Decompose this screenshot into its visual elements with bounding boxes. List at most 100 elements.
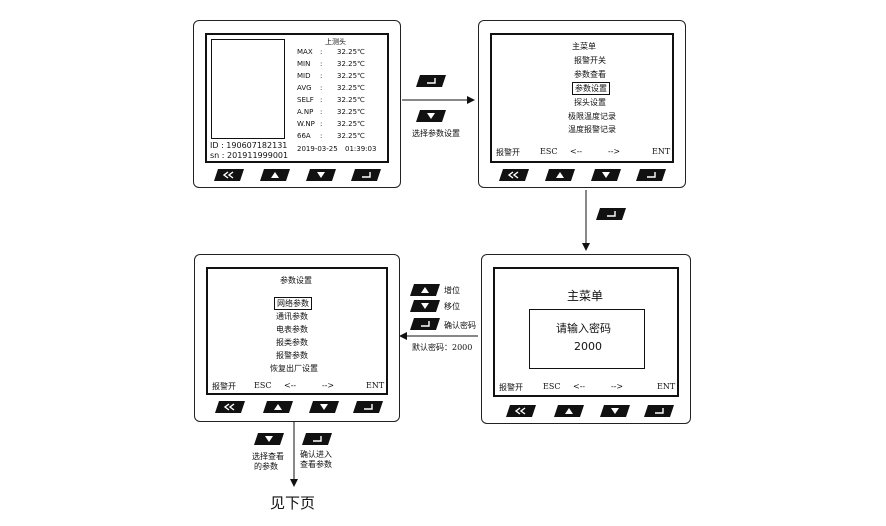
reading-sep: : xyxy=(320,60,323,68)
device-4: 参数设置 网络参数 通讯参数 电表参数 报类参数 报警参数 恢复出厂设置 报警开… xyxy=(194,254,400,422)
device-1-screen: 上测头 MAX : 32.25℃ MIN : 32.25℃ MID : 32.2… xyxy=(205,33,389,163)
reading-label: SELF xyxy=(297,96,314,104)
password-prompt: 请输入密码 xyxy=(556,322,611,335)
device-1: 上测头 MAX : 32.25℃ MIN : 32.25℃ MID : 32.2… xyxy=(193,20,401,188)
reading-value: 32.25℃ xyxy=(337,72,365,80)
enter-key[interactable] xyxy=(636,169,666,181)
menu-item-probe-setting[interactable]: 探头设置 xyxy=(574,98,606,107)
main-menu-title: 主菜单 xyxy=(567,289,604,303)
back-key[interactable] xyxy=(506,405,536,417)
enter-icon xyxy=(353,401,383,413)
device-3-screen: 主菜单 请输入密码 2000 报警开 ESC <-- --> ENT xyxy=(493,267,679,397)
reading-label: MIN xyxy=(297,60,311,68)
enter-icon xyxy=(302,433,332,445)
enter-icon xyxy=(416,75,446,87)
triangle-up-icon xyxy=(545,169,575,181)
down-key[interactable] xyxy=(591,169,621,181)
menu-item-param-view[interactable]: 参数查看 xyxy=(574,70,606,79)
down-key[interactable] xyxy=(600,405,630,417)
reading-label: MAX xyxy=(297,48,313,56)
hint-enter-key xyxy=(302,433,332,445)
hint-enter-key xyxy=(416,75,446,87)
up-key[interactable] xyxy=(263,401,293,413)
hint-down-key xyxy=(410,300,440,312)
reading-label: A.NP xyxy=(297,108,314,116)
param-item-communication[interactable]: 通讯参数 xyxy=(276,312,308,321)
see-next-page: 见下页 xyxy=(270,494,316,512)
reading-label: 66A xyxy=(297,132,311,140)
param-item-network[interactable]: 网络参数 xyxy=(274,297,312,310)
menu-item-alarm-switch[interactable]: 报警开关 xyxy=(574,56,606,65)
annotation-select-view-1: 选择查看 xyxy=(252,452,284,461)
softkey-esc: ESC xyxy=(254,381,272,390)
enter-icon xyxy=(410,318,440,330)
param-item-report-type[interactable]: 报类参数 xyxy=(276,338,308,347)
param-item-factory-reset[interactable]: 恢复出厂设置 xyxy=(270,364,318,373)
softkey-alarm: 报警开 xyxy=(212,382,236,391)
reading-label: AVG xyxy=(297,84,312,92)
triangle-down-icon xyxy=(600,405,630,417)
double-chevron-left-icon xyxy=(499,169,529,181)
reading-sep: : xyxy=(320,72,323,80)
menu-item-temp-alarm-record[interactable]: 温度报警记录 xyxy=(568,125,616,134)
device-3: 主菜单 请输入密码 2000 报警开 ESC <-- --> ENT xyxy=(481,254,691,424)
password-dialog: 请输入密码 2000 xyxy=(529,309,645,369)
menu-item-limit-temp-record[interactable]: 极限温度记录 xyxy=(568,112,616,121)
back-key[interactable] xyxy=(499,169,529,181)
enter-key[interactable] xyxy=(353,401,383,413)
triangle-down-icon xyxy=(309,401,339,413)
reading-value: 32.25℃ xyxy=(337,60,365,68)
date-readout: 2019-03-25 xyxy=(297,145,338,153)
down-key[interactable] xyxy=(309,401,339,413)
up-key[interactable] xyxy=(554,405,584,417)
up-key[interactable] xyxy=(260,169,290,181)
reading-sep: : xyxy=(320,120,323,128)
reading-label: W.NP xyxy=(297,120,315,128)
triangle-up-icon xyxy=(410,284,440,296)
annotation-confirm-password: 确认密码 xyxy=(444,321,476,330)
back-key[interactable] xyxy=(214,169,244,181)
probe-title: 上测头 xyxy=(325,38,346,46)
hint-down-key xyxy=(254,433,284,445)
triangle-down-icon xyxy=(254,433,284,445)
annotation-select-view-2: 的参数 xyxy=(254,462,278,471)
triangle-down-icon xyxy=(416,110,446,122)
reading-label: MID xyxy=(297,72,311,80)
device-2: 主菜单 报警开关 参数查看 参数设置 探头设置 极限温度记录 温度报警记录 报警… xyxy=(478,20,686,188)
reading-sep: : xyxy=(320,48,323,56)
reading-sep: : xyxy=(320,96,323,104)
up-key[interactable] xyxy=(545,169,575,181)
param-item-alarm[interactable]: 报警参数 xyxy=(276,351,308,360)
back-key[interactable] xyxy=(215,401,245,413)
reading-value: 32.25℃ xyxy=(337,84,365,92)
reading-sep: : xyxy=(320,84,323,92)
softkey-left: <-- xyxy=(570,147,583,156)
softkey-alarm: 报警开 xyxy=(496,148,520,157)
annotation-shift: 移位 xyxy=(444,302,460,311)
enter-key[interactable] xyxy=(351,169,381,181)
menu-item-param-setting[interactable]: 参数设置 xyxy=(572,82,610,95)
down-key[interactable] xyxy=(306,169,336,181)
hint-down-key xyxy=(416,110,446,122)
password-input[interactable]: 2000 xyxy=(574,340,602,353)
param-item-meter[interactable]: 电表参数 xyxy=(276,325,308,334)
triangle-down-icon xyxy=(591,169,621,181)
hint-enter-key xyxy=(596,208,626,220)
reading-value: 32.25℃ xyxy=(337,108,365,116)
triangle-up-icon xyxy=(554,405,584,417)
enter-icon xyxy=(351,169,381,181)
reading-sep: : xyxy=(320,108,323,116)
annotation-increase: 增位 xyxy=(444,286,460,295)
enter-icon xyxy=(596,208,626,220)
time-readout: 01:39:03 xyxy=(345,145,377,153)
reading-sep: : xyxy=(320,132,323,140)
enter-key[interactable] xyxy=(644,405,674,417)
main-menu-title: 主菜单 xyxy=(572,42,596,51)
softkey-alarm: 报警开 xyxy=(499,383,523,392)
annotation-select-param-setting: 选择参数设置 xyxy=(412,129,460,138)
device-2-screen: 主菜单 报警开关 参数查看 参数设置 探头设置 极限温度记录 温度报警记录 报警… xyxy=(490,33,674,163)
annotation-confirm-enter-1: 确认进入 xyxy=(300,450,332,459)
softkey-left: <-- xyxy=(573,382,586,391)
enter-icon xyxy=(644,405,674,417)
